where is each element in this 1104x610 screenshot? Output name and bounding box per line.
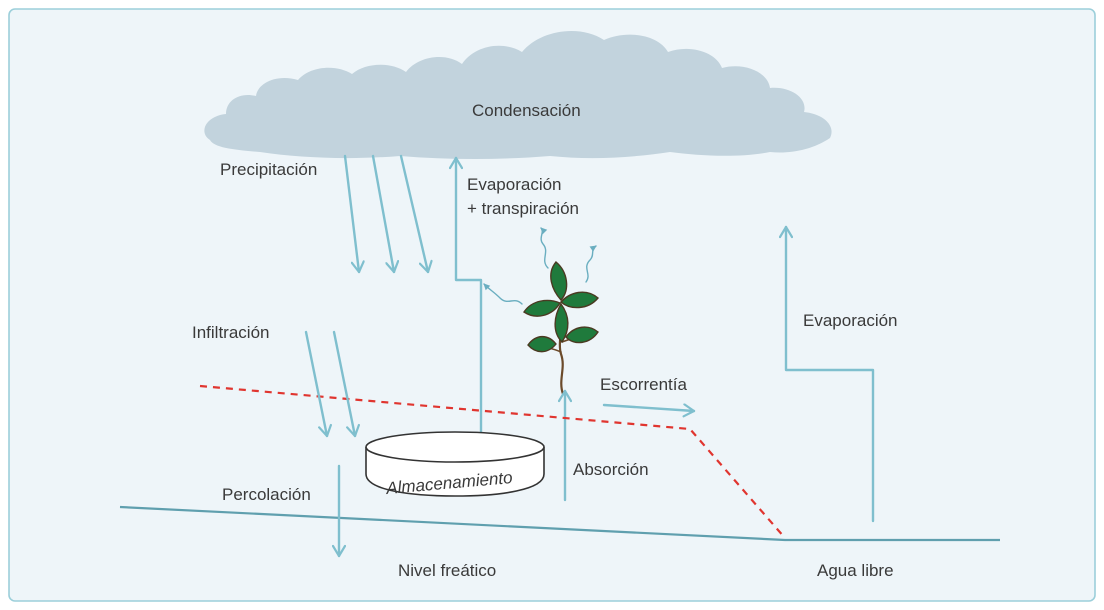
infiltration-label: Infiltración — [192, 323, 269, 342]
evapotranspiration-label-line2: + transpiración — [467, 199, 579, 218]
transpiration-wisp-2 — [585, 245, 597, 283]
open-water-evaporation-arrow — [786, 225, 875, 523]
transpiration-wisp-3 — [483, 283, 523, 305]
precipitation-arrow-2 — [371, 154, 394, 274]
soil-surface-dashed-line — [199, 384, 786, 539]
water-table-line — [119, 505, 1000, 542]
condensation-label: Condensación — [472, 101, 581, 120]
evapotranspiration-arrow — [456, 156, 483, 437]
evaporation-label: Evaporación — [803, 311, 898, 330]
percolation-label: Percolación — [222, 485, 311, 504]
precipitation-label: Precipitación — [220, 160, 317, 179]
open-water-label: Agua libre — [817, 561, 894, 580]
transpiration-wisp-1 — [540, 227, 549, 269]
storage-cylinder — [365, 431, 545, 497]
infiltration-arrow-1 — [304, 330, 327, 438]
precipitation-arrow-3 — [399, 154, 428, 274]
plant-icon — [523, 261, 599, 396]
runoff-arrow — [602, 405, 696, 411]
runoff-label: Escorrentía — [600, 375, 687, 394]
absorption-label: Absorción — [573, 460, 649, 479]
cloud-shape — [204, 30, 832, 159]
water-table-label: Nivel freático — [398, 561, 496, 580]
precipitation-arrow-1 — [343, 154, 359, 274]
infiltration-arrow-2 — [332, 330, 355, 438]
evapotranspiration-label-line1: Evaporación — [467, 175, 562, 194]
